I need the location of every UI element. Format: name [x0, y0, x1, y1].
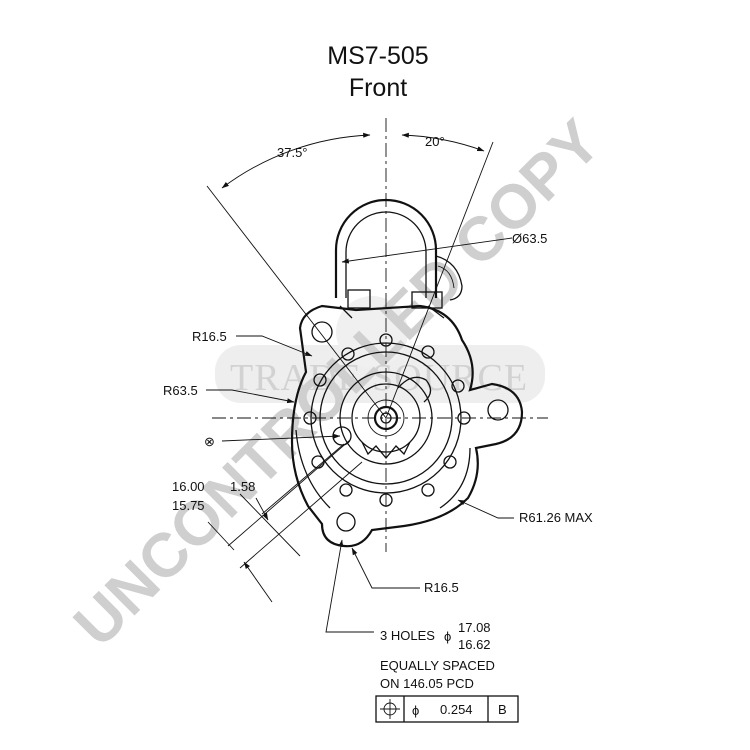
boss-diameter-label: Ø63.5: [512, 231, 547, 246]
small-hole-6: [443, 455, 457, 469]
angle-dimensions: 37.5° 20°: [221, 132, 485, 189]
offset-lower-label: 15.75: [172, 498, 205, 513]
small-hole-11: [303, 411, 317, 425]
r-flange-max-label: R61.26 MAX: [519, 510, 593, 525]
watermark-logo-band: [215, 345, 545, 403]
offset-small-label: 1.58: [230, 479, 255, 494]
center-lines: [206, 118, 548, 552]
flange-outline: [290, 304, 524, 548]
upper-ear-hole: [311, 321, 333, 343]
tolerance-symbol: ϕ: [412, 703, 419, 718]
offset-upper-label: 16.00: [172, 479, 205, 494]
small-hole-1: [341, 347, 355, 361]
r-lower-ear-label: R16.5: [424, 580, 459, 595]
solenoid-boss: Ø63.5: [334, 198, 547, 319]
lower-ear-hole: [336, 512, 356, 532]
holes-callout: 3 HOLES ϕ 17.08 16.62 EQUALLY SPACED ON …: [325, 539, 495, 691]
angle-left-label: 37.5°: [277, 145, 308, 160]
tolerance-value: 0.254: [440, 702, 473, 717]
small-hole-3: [421, 345, 435, 359]
lower-radius-callout: R16.5: [351, 547, 459, 595]
holes-lower-limit: 16.62: [458, 637, 491, 652]
r-upper-ear-label: R16.5: [192, 329, 227, 344]
datum-reference: B: [498, 702, 507, 717]
offset-dimensions: 16.00 15.75 1.58: [172, 439, 363, 603]
small-hole-2: [379, 333, 393, 347]
bolt-holes: [303, 321, 509, 532]
small-hole-4: [451, 379, 465, 393]
right-ear-hole: [487, 399, 509, 421]
small-hole-9: [339, 483, 353, 497]
small-hole-8: [379, 493, 393, 507]
holes-upper-limit: 17.08: [458, 620, 491, 635]
drawing-title: MS7-505: [327, 42, 428, 70]
holes-label: 3 HOLES: [380, 628, 435, 643]
feature-control-frame: ϕ 0.254 B: [375, 695, 519, 723]
spacing-line-1: EQUALLY SPACED: [380, 658, 495, 673]
drawing-subtitle: Front: [349, 74, 407, 102]
small-hole-7: [421, 483, 435, 497]
spacing-line-2: ON 146.05 PCD: [380, 676, 474, 691]
right-radius-callout: R61.26 MAX: [457, 499, 593, 525]
small-hole-5: [457, 411, 471, 425]
watermark: TRADE SOURCE UNCONTROLLED COPY: [61, 107, 614, 660]
r-body-label: R63.5: [163, 383, 198, 398]
small-hole-12: [313, 373, 327, 387]
left-radius-callouts: R16.5 R63.5 ⊗: [163, 329, 341, 449]
holes-diameter-symbol: ϕ: [444, 629, 451, 644]
watermark-logo-text: TRADE SOURCE: [230, 357, 528, 399]
datum-symbol: ⊗: [204, 434, 215, 449]
angle-right-label: 20°: [425, 134, 445, 149]
